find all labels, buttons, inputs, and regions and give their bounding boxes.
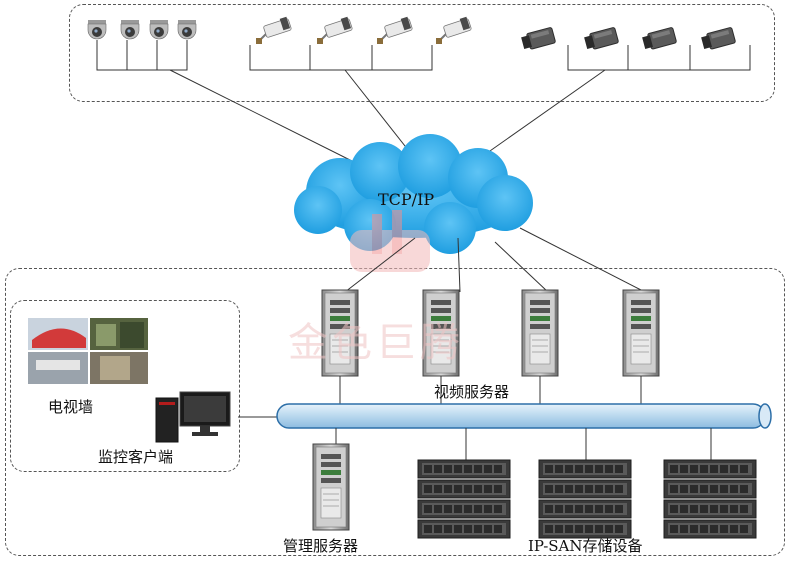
- management-server-label: 管理服务器: [283, 537, 359, 555]
- client-frame: [10, 300, 240, 472]
- camera-bus-lines: [96, 40, 751, 71]
- cloud-label: TCP/IP: [378, 190, 435, 209]
- management-server-icon: [312, 443, 350, 531]
- ipsan-storage-label: IP-SAN存储设备: [528, 537, 643, 555]
- network-bus-pipe: [238, 403, 772, 429]
- server-uplinks: [344, 227, 646, 293]
- video-server-label: 视频服务器: [434, 383, 510, 401]
- video-wall-icon: [28, 318, 148, 384]
- watermark-text: 金色巨腾: [288, 320, 464, 366]
- camera-group-frame: [69, 4, 775, 102]
- dome-camera-icon: [87, 19, 197, 40]
- bullet-camera-icon: [255, 15, 473, 45]
- watermark-logo: [350, 210, 430, 272]
- video-wall-label: 电视墙: [48, 398, 94, 416]
- server-bus-drops: [339, 376, 642, 404]
- monitor-client-label: 监控客户端: [98, 448, 174, 466]
- ipsan-storage-icon: [417, 459, 757, 539]
- monitor-client-icon: [155, 391, 231, 443]
- storage-bus-drops: [335, 428, 712, 460]
